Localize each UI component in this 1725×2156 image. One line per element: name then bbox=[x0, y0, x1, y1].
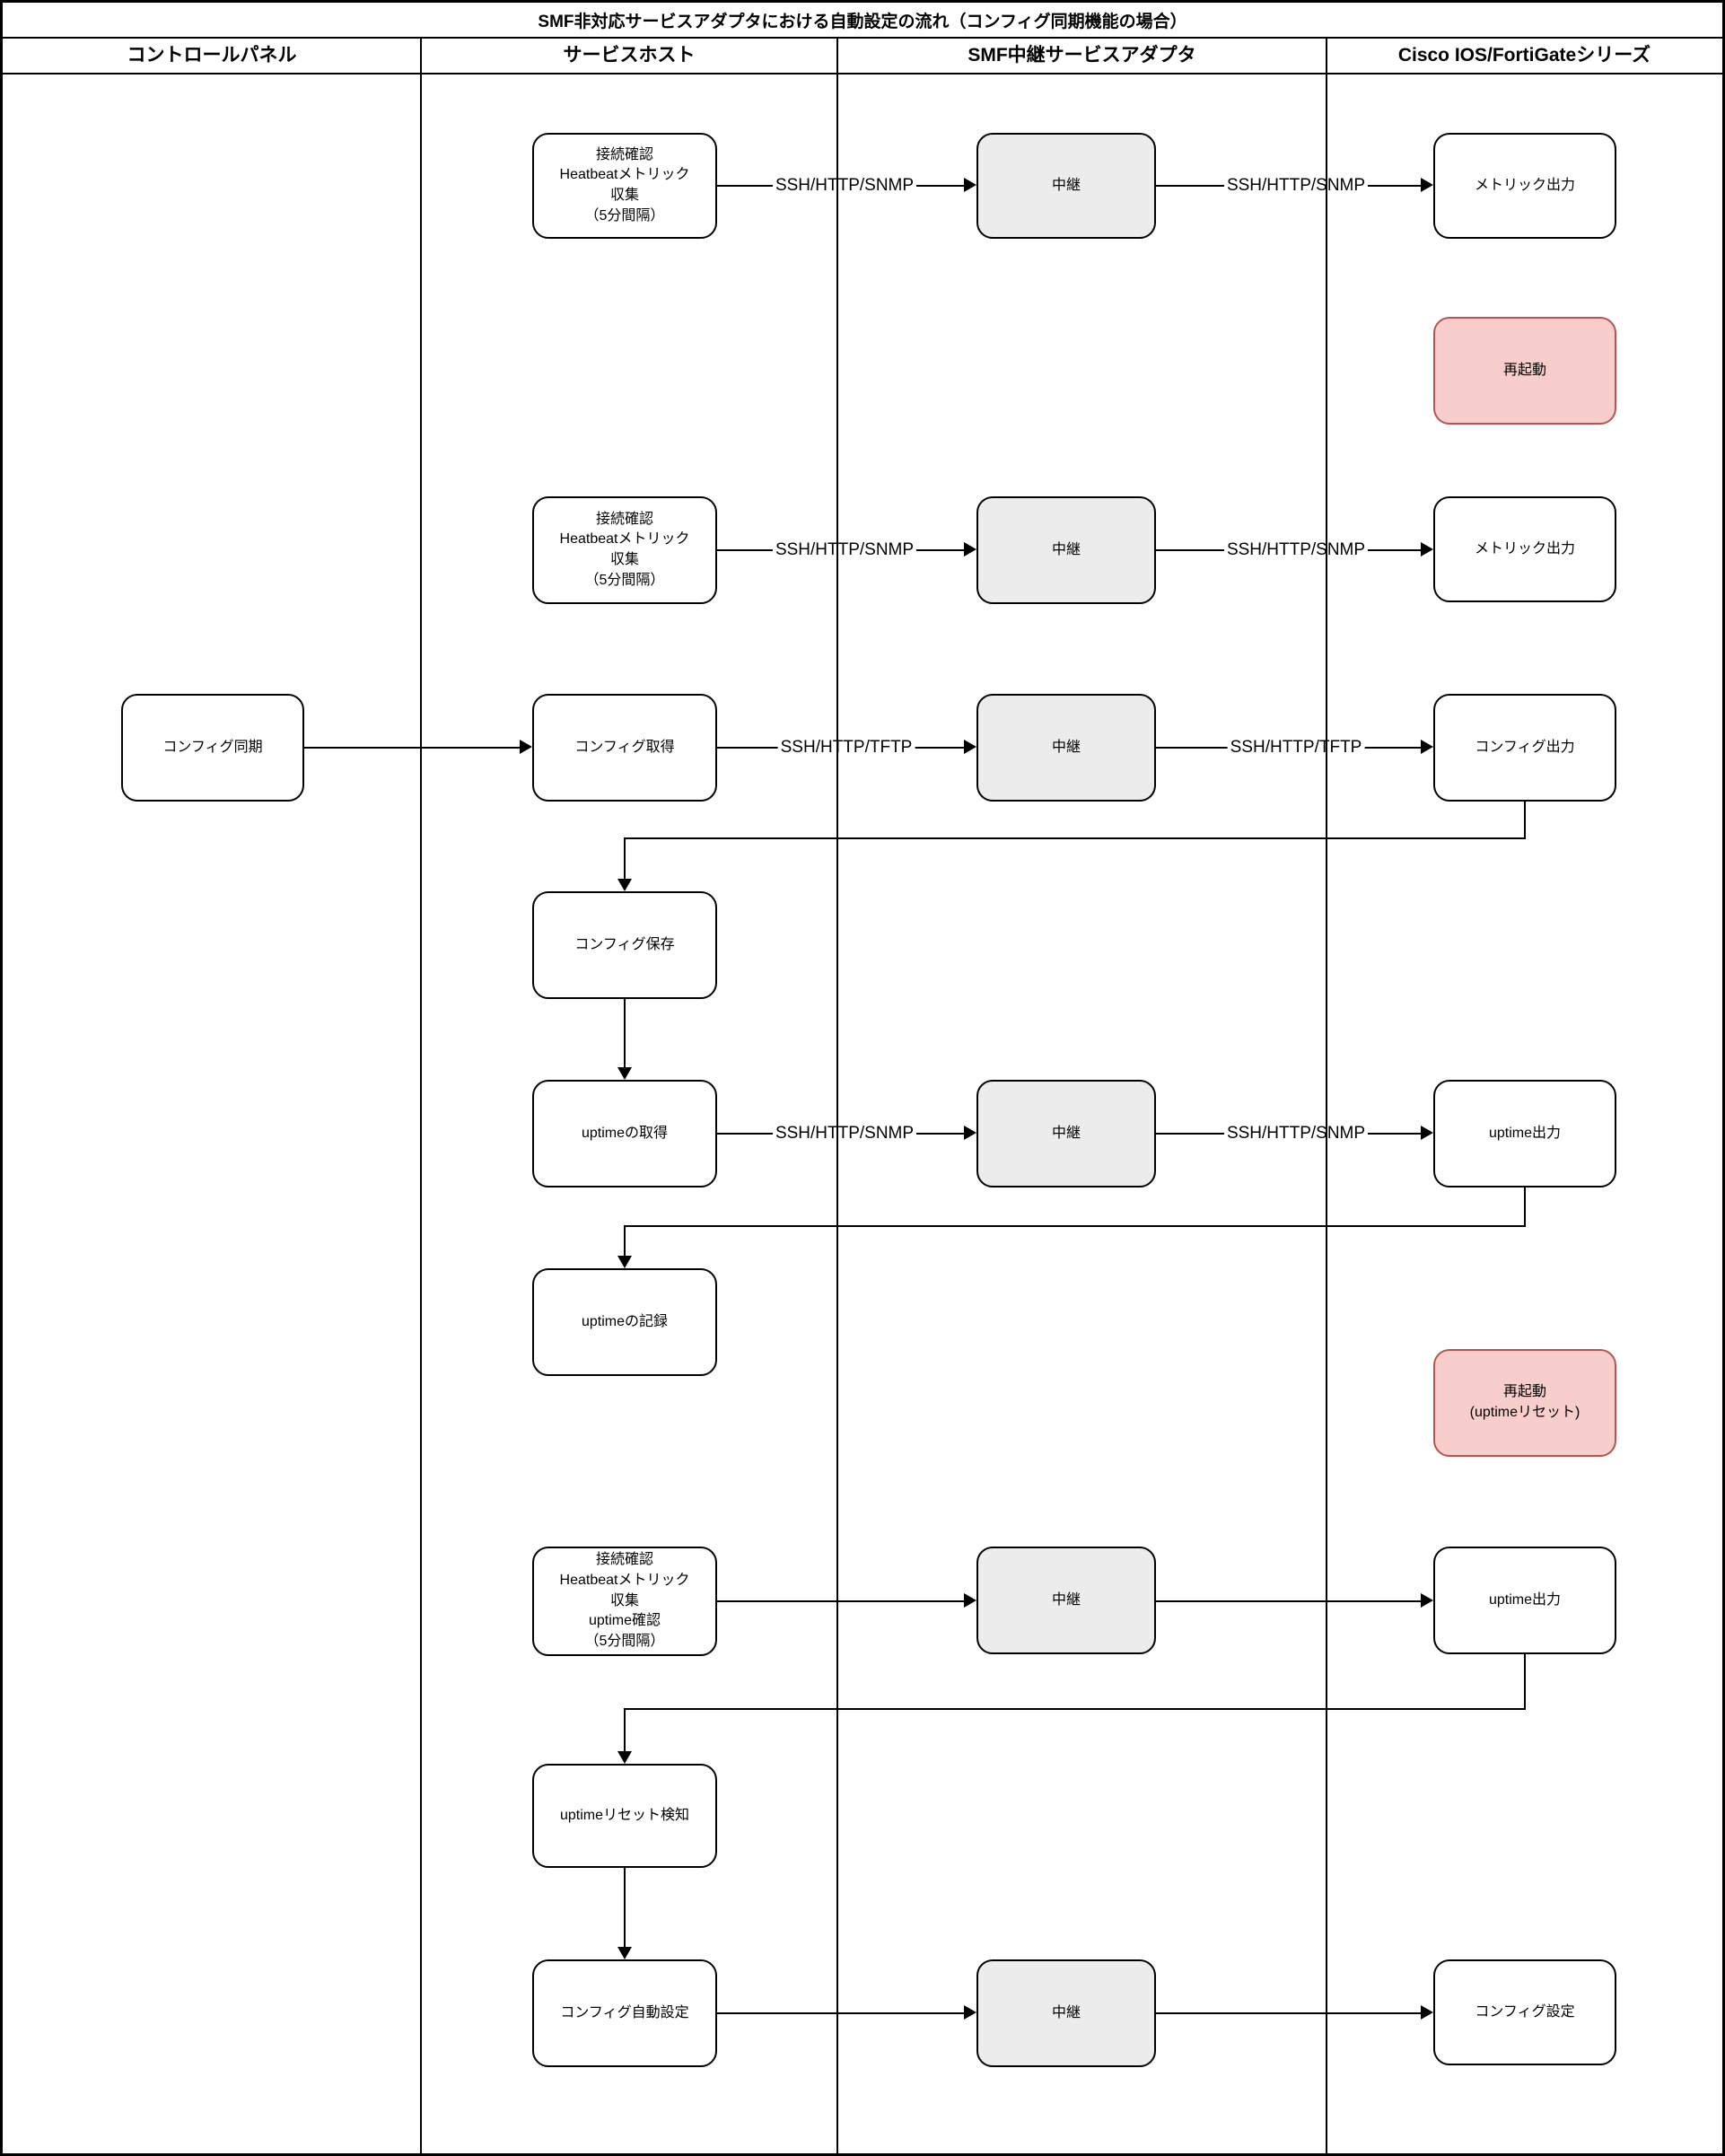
lane-header-control-panel: コントロールパネル bbox=[127, 45, 297, 66]
arrowhead bbox=[964, 2005, 976, 2020]
arrowhead bbox=[964, 542, 976, 557]
arrowhead bbox=[1421, 1593, 1433, 1608]
node-config-get: コンフィグ取得 bbox=[532, 694, 717, 802]
edge-line bbox=[717, 2012, 966, 2014]
edge-line bbox=[624, 1225, 626, 1258]
node-uptime-output-1: uptime出力 bbox=[1433, 1080, 1616, 1188]
lane-divider-1 bbox=[420, 39, 422, 2153]
arrowhead bbox=[1421, 2005, 1433, 2020]
node-config-set: コンフィグ設定 bbox=[1433, 1959, 1616, 2065]
node-config-sync: コンフィグ同期 bbox=[121, 694, 304, 802]
arrowhead bbox=[617, 1067, 632, 1080]
node-heartbeat-uptime-check: 接続確認 Heatbeatメトリック 収集 uptime確認 （5分間隔） bbox=[532, 1547, 717, 1656]
edge-line bbox=[624, 1708, 1526, 1710]
node-config-output: コンフィグ出力 bbox=[1433, 694, 1616, 802]
arrowhead bbox=[1421, 542, 1433, 557]
node-relay-3: 中継 bbox=[976, 694, 1156, 802]
edge-label-ssh-snmp-4: SSH/HTTP/SNMP bbox=[1223, 540, 1369, 560]
edge-label-ssh-snmp-1: SSH/HTTP/SNMP bbox=[772, 176, 917, 196]
edge-label-ssh-tftp-2: SSH/HTTP/TFTP bbox=[1227, 738, 1365, 758]
node-config-auto-set: コンフィグ自動設定 bbox=[532, 1959, 717, 2067]
arrowhead bbox=[964, 1593, 976, 1608]
arrowhead bbox=[617, 1751, 632, 1764]
arrowhead bbox=[617, 879, 632, 891]
node-relay-1: 中継 bbox=[976, 133, 1156, 239]
node-heartbeat-metric-1: 接続確認 Heatbeatメトリック 収集 （5分間隔） bbox=[532, 133, 717, 239]
node-relay-2: 中継 bbox=[976, 496, 1156, 604]
lane-header-service-host: サービスホスト bbox=[563, 45, 696, 66]
node-uptime-output-2: uptime出力 bbox=[1433, 1547, 1616, 1654]
arrowhead bbox=[520, 740, 532, 754]
arrowhead bbox=[964, 1126, 976, 1140]
node-config-save: コンフィグ保存 bbox=[532, 891, 717, 999]
arrowhead bbox=[1421, 740, 1433, 754]
node-reboot-uptime-reset: 再起動 (uptimeリセット) bbox=[1433, 1349, 1616, 1457]
node-uptime-reset-detect: uptimeリセット検知 bbox=[532, 1764, 717, 1868]
edge-label-ssh-snmp-3: SSH/HTTP/SNMP bbox=[772, 540, 917, 560]
arrowhead bbox=[964, 178, 976, 192]
lane-header-cisco-fortigate: Cisco IOS/FortiGateシリーズ bbox=[1397, 45, 1651, 66]
node-reboot: 再起動 bbox=[1433, 317, 1616, 425]
lane-divider-3 bbox=[1326, 39, 1327, 2153]
arrowhead bbox=[617, 1256, 632, 1268]
edge-line bbox=[624, 1708, 626, 1753]
edge-label-ssh-snmp-2: SSH/HTTP/SNMP bbox=[1223, 176, 1369, 196]
node-uptime-get: uptimeの取得 bbox=[532, 1080, 717, 1188]
node-relay-5: 中継 bbox=[976, 1547, 1156, 1654]
arrowhead bbox=[1421, 178, 1433, 192]
edge-label-ssh-snmp-6: SSH/HTTP/SNMP bbox=[1223, 1124, 1369, 1144]
node-relay-6: 中継 bbox=[976, 1959, 1156, 2067]
arrowhead bbox=[964, 740, 976, 754]
edge-line bbox=[304, 747, 521, 749]
edge-line bbox=[624, 1868, 626, 1949]
lane-divider-2 bbox=[836, 39, 838, 2153]
edge-line bbox=[624, 837, 1526, 839]
arrowhead bbox=[1421, 1126, 1433, 1140]
edge-line bbox=[624, 837, 626, 881]
edge-line bbox=[1156, 1600, 1423, 1602]
edge-line bbox=[1524, 802, 1526, 839]
edge-label-ssh-snmp-5: SSH/HTTP/SNMP bbox=[772, 1124, 917, 1144]
node-metric-output-1: メトリック出力 bbox=[1433, 133, 1616, 239]
edge-line bbox=[1156, 2012, 1423, 2014]
edge-line bbox=[1524, 1188, 1526, 1227]
edge-line bbox=[717, 1600, 966, 1602]
node-heartbeat-metric-2: 接続確認 Heatbeatメトリック 収集 （5分間隔） bbox=[532, 496, 717, 604]
edge-label-ssh-tftp-1: SSH/HTTP/TFTP bbox=[777, 738, 915, 758]
lane-header-smf-relay-adapter: SMF中継サービスアダプタ bbox=[968, 45, 1196, 66]
edge-line bbox=[624, 999, 626, 1069]
arrowhead bbox=[617, 1947, 632, 1959]
diagram-title: SMF非対応サービスアダプタにおける自動設定の流れ（コンフィグ同期機能の場合） bbox=[3, 3, 1722, 39]
edge-line bbox=[1524, 1654, 1526, 1710]
node-uptime-record: uptimeの記録 bbox=[532, 1268, 717, 1376]
node-metric-output-2: メトリック出力 bbox=[1433, 496, 1616, 602]
node-relay-4: 中継 bbox=[976, 1080, 1156, 1188]
header-divider bbox=[3, 73, 1722, 74]
edge-line bbox=[624, 1225, 1526, 1227]
